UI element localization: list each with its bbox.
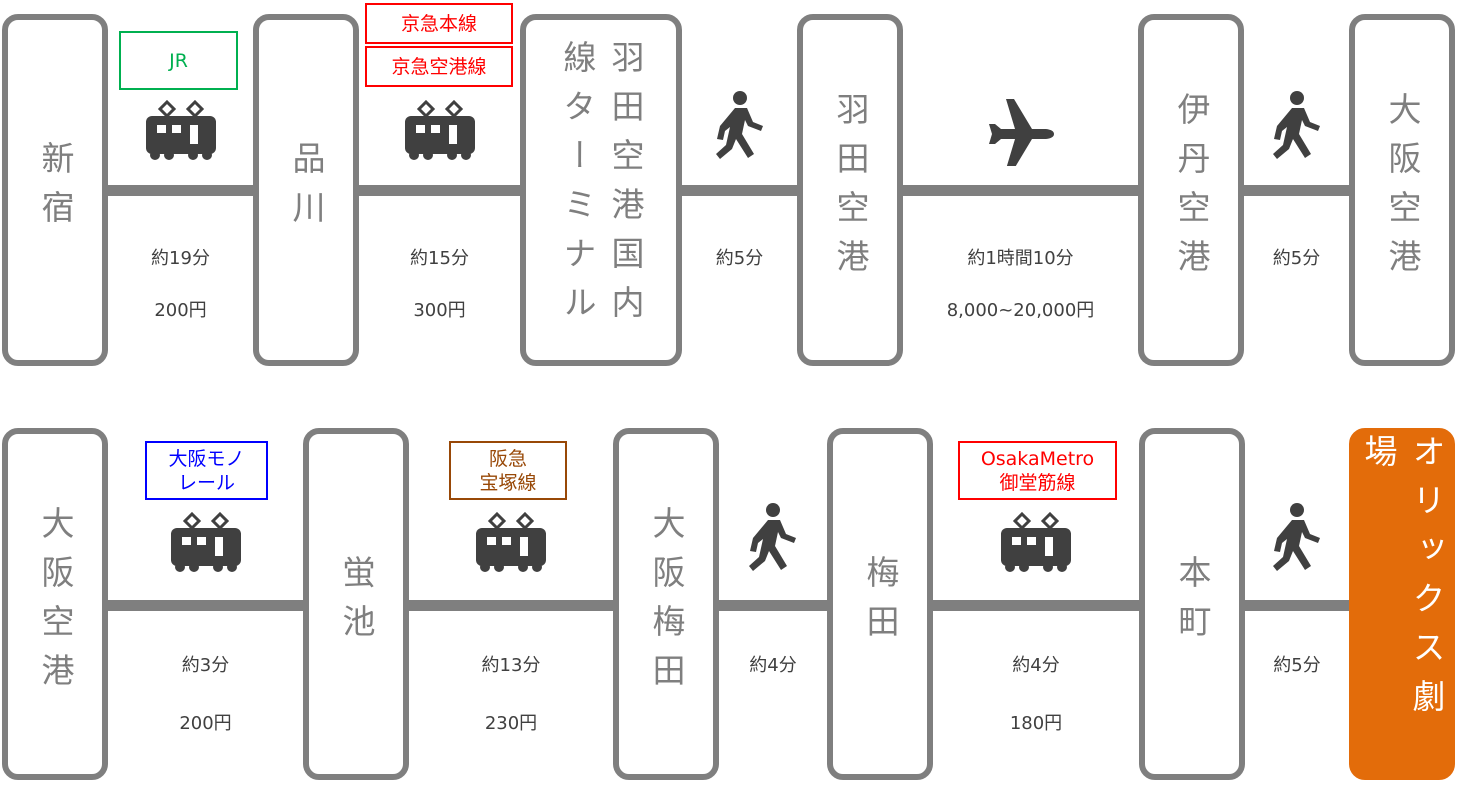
station-box: 梅田 bbox=[827, 428, 933, 780]
route-line bbox=[1245, 600, 1349, 611]
station-name: 羽田空港 bbox=[831, 92, 870, 288]
fare: 180円 bbox=[1009, 713, 1063, 734]
travel-time: 約19分 bbox=[151, 248, 210, 269]
travel-time: 約5分 bbox=[1273, 655, 1321, 676]
fare: 200円 bbox=[179, 713, 232, 734]
station-name: 大阪空港 bbox=[1383, 92, 1422, 288]
station-name: 新宿 bbox=[36, 141, 75, 239]
line-name-badge: JR bbox=[119, 31, 238, 90]
fare: 230円 bbox=[484, 713, 538, 734]
train-icon bbox=[145, 99, 217, 166]
station-box: 品川 bbox=[253, 14, 359, 366]
station-box: 新宿 bbox=[2, 14, 108, 366]
line-name-badge: 京急空港線 bbox=[365, 46, 513, 87]
route-line bbox=[719, 600, 827, 611]
station-name: 本町 bbox=[1173, 555, 1212, 653]
line-name-text: 御堂筋線 bbox=[999, 471, 1076, 494]
walk-icon bbox=[1270, 502, 1324, 578]
line-name-text: JR bbox=[169, 49, 188, 72]
route-line bbox=[359, 185, 520, 196]
train-icon bbox=[1000, 511, 1072, 578]
route-line bbox=[108, 600, 303, 611]
train-icon bbox=[404, 99, 476, 166]
station-name: 蛍池 bbox=[337, 555, 376, 653]
station-name: 大阪梅田 bbox=[647, 506, 686, 702]
station-name: 伊丹空港 bbox=[1172, 92, 1211, 288]
station-box: 羽田空港 bbox=[797, 14, 903, 366]
fare: 8,000~20,000円 bbox=[946, 300, 1095, 321]
station-box: 大阪梅田 bbox=[613, 428, 719, 780]
route-line bbox=[903, 185, 1138, 196]
destination-station: オリックス劇場 bbox=[1349, 428, 1455, 780]
train-icon bbox=[170, 511, 242, 578]
line-name-badge: 大阪モノレール bbox=[145, 441, 268, 500]
route-line bbox=[1244, 185, 1349, 196]
station-box: 本町 bbox=[1139, 428, 1245, 780]
line-name-text: 大阪モノ bbox=[168, 447, 245, 470]
line-name-text: 京急本線 bbox=[400, 12, 477, 35]
travel-time: 約4分 bbox=[749, 655, 797, 676]
line-name-badge: 阪急宝塚線 bbox=[449, 441, 567, 500]
travel-time: 約3分 bbox=[181, 655, 230, 676]
line-name-text: 阪急 bbox=[488, 447, 527, 470]
travel-time: 約15分 bbox=[410, 248, 469, 269]
line-name-text: 宝塚線 bbox=[479, 471, 537, 494]
line-name-text: レール bbox=[177, 471, 235, 494]
train-icon bbox=[475, 511, 547, 578]
station-name: 梅田 bbox=[861, 555, 900, 653]
travel-time: 約13分 bbox=[481, 655, 541, 676]
station-name: 品川 bbox=[287, 141, 326, 239]
station-box: 大阪空港 bbox=[1349, 14, 1455, 366]
walk-icon bbox=[1270, 90, 1324, 166]
fare: 300円 bbox=[413, 300, 466, 321]
travel-time: 約4分 bbox=[1012, 655, 1060, 676]
route-line bbox=[409, 600, 613, 611]
station-box: 伊丹空港 bbox=[1138, 14, 1244, 366]
route-line bbox=[108, 185, 253, 196]
travel-time: 約5分 bbox=[715, 248, 764, 269]
route-line bbox=[682, 185, 797, 196]
travel-time: 約1時間10分 bbox=[967, 248, 1074, 269]
plane-icon bbox=[985, 94, 1057, 170]
station-name: 羽田空港国内線ターミナル bbox=[558, 40, 645, 334]
route-line bbox=[933, 600, 1139, 611]
line-name-text: OsakaMetro bbox=[980, 447, 1095, 470]
station-box: 羽田空港国内線ターミナル bbox=[520, 14, 682, 366]
walk-icon bbox=[746, 502, 800, 578]
station-box: 蛍池 bbox=[303, 428, 409, 780]
travel-time: 約5分 bbox=[1272, 248, 1321, 269]
fare: 200円 bbox=[154, 300, 207, 321]
line-name-text: 京急空港線 bbox=[391, 55, 487, 78]
station-name: 大阪空港 bbox=[36, 506, 75, 702]
station-box: 大阪空港 bbox=[2, 428, 108, 780]
walk-icon bbox=[713, 90, 767, 166]
station-name: オリックス劇場 bbox=[1359, 434, 1446, 728]
line-name-badge: 京急本線 bbox=[365, 3, 513, 44]
